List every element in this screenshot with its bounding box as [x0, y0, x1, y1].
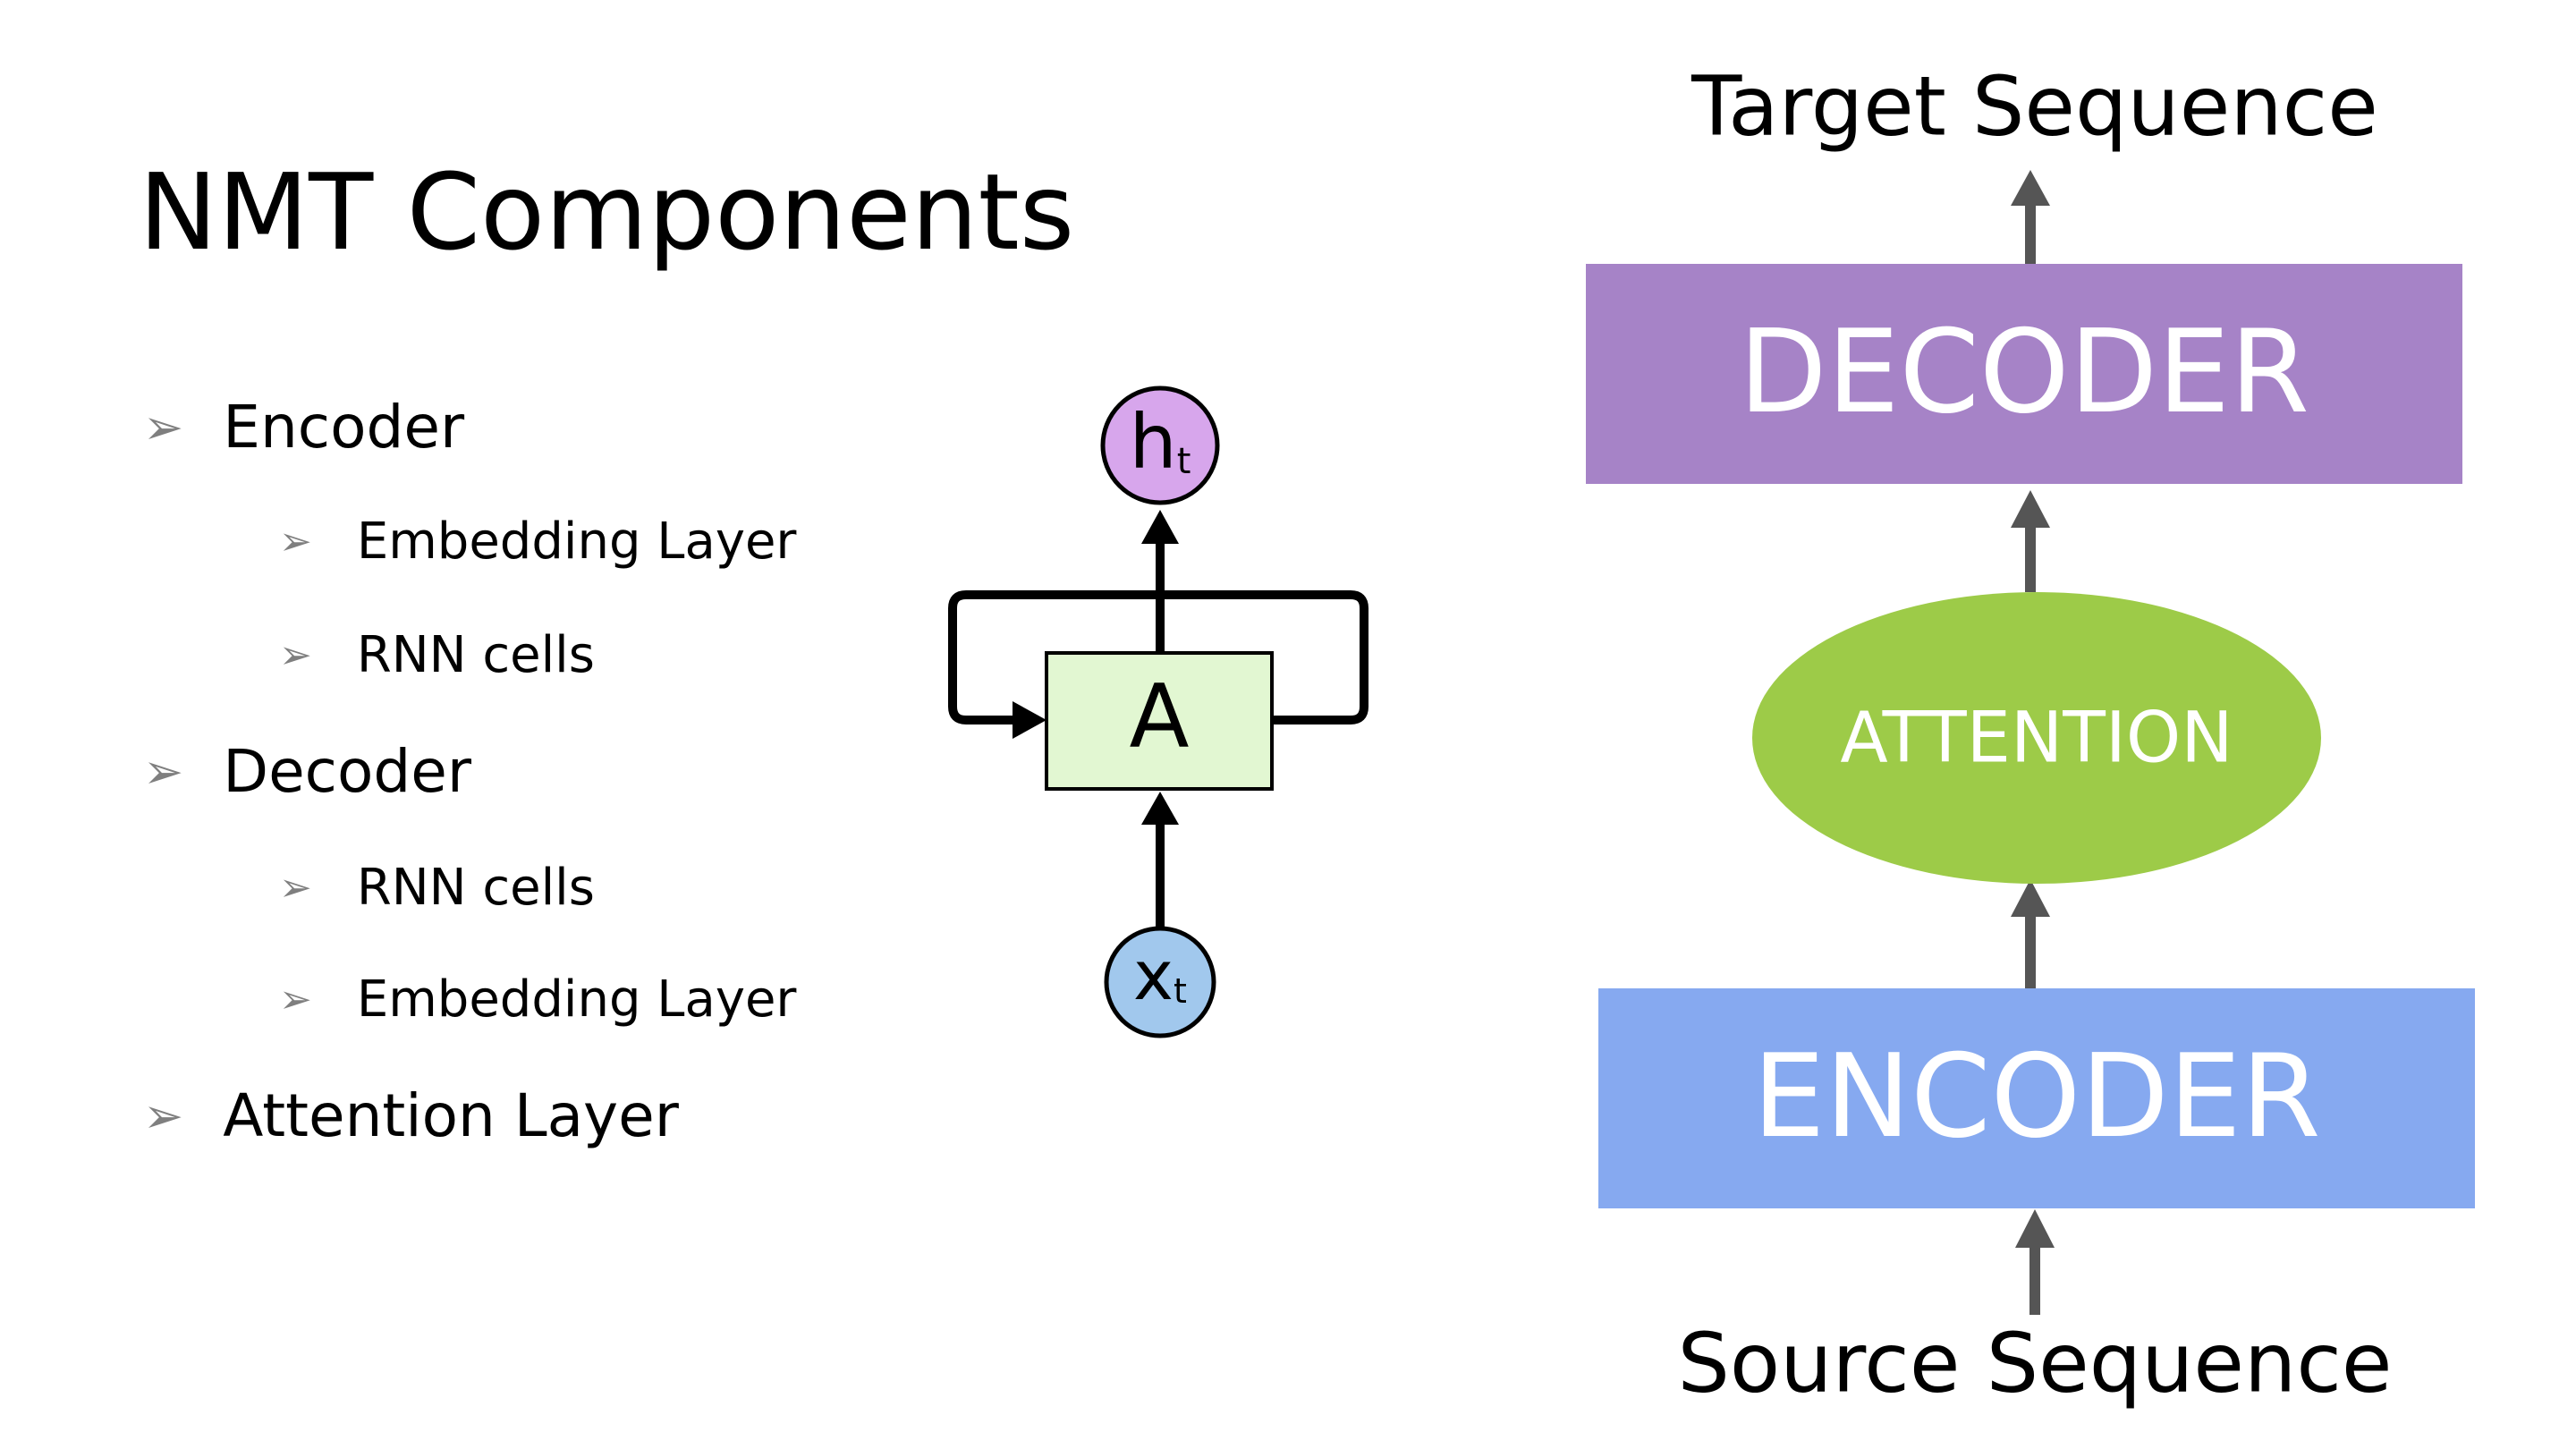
encoder-label: ENCODER — [1752, 1030, 2320, 1164]
input-node-main: x — [1133, 936, 1174, 1015]
arrowhead-bullet-icon: ➢ — [143, 399, 184, 455]
bullet-decoder-rnn: ➢ RNN cells — [279, 863, 595, 913]
output-node-sub: t — [1177, 441, 1191, 482]
bullet-label: Decoder — [223, 737, 471, 806]
arrowhead-bullet-icon: ➢ — [279, 519, 312, 564]
pipeline-arrows — [2011, 170, 2055, 1315]
slide-title: NMT Components — [139, 150, 1075, 274]
bullet-label: RNN cells — [356, 626, 595, 684]
arrowhead-bullet-icon: ➢ — [279, 865, 312, 911]
bullet-label: Embedding Layer — [356, 513, 797, 571]
recurrent-arrowhead — [1013, 701, 1046, 739]
decoder-block — [1586, 264, 2462, 484]
input-node-sub: t — [1174, 971, 1187, 1011]
rnn-cell-box — [1045, 651, 1274, 791]
output-arrowhead — [1141, 510, 1179, 544]
encoder-block — [1598, 988, 2475, 1208]
input-node-label: xt — [1133, 936, 1187, 1015]
bullet-encoder-rnn: ➢ RNN cells — [279, 631, 595, 681]
arrowhead-bullet-icon: ➢ — [143, 743, 184, 800]
bullet-label: Embedding Layer — [356, 970, 797, 1029]
input-node — [1104, 926, 1216, 1038]
attention-label: ATTENTION — [1840, 698, 2233, 778]
bullet-decoder-embedding: ➢ Embedding Layer — [279, 975, 796, 1025]
arrowhead-bullet-icon: ➢ — [279, 632, 312, 678]
source-sequence-label: Source Sequence — [1677, 1315, 2392, 1411]
bullet-encoder-embedding: ➢ Embedding Layer — [279, 517, 796, 567]
target-sequence-label: Target Sequence — [1690, 58, 2378, 154]
bullet-encoder: ➢ Encoder — [143, 398, 464, 457]
bullet-decoder: ➢ Decoder — [143, 742, 471, 801]
bullet-label: Encoder — [223, 393, 465, 462]
decoder-label: DECODER — [1739, 306, 2309, 439]
bullet-label: Attention Layer — [223, 1081, 679, 1150]
output-node-label: ht — [1130, 398, 1191, 486]
arrowhead-bullet-icon: ➢ — [143, 1088, 184, 1144]
bullet-label: RNN cells — [356, 859, 595, 917]
output-node — [1100, 386, 1220, 505]
bullet-attention: ➢ Attention Layer — [143, 1087, 679, 1146]
output-node-main: h — [1130, 398, 1177, 486]
rnn-cell-label: A — [1129, 666, 1189, 768]
arrowhead-bullet-icon: ➢ — [279, 977, 312, 1022]
input-arrowhead — [1141, 792, 1179, 825]
attention-ellipse — [1752, 592, 2321, 884]
